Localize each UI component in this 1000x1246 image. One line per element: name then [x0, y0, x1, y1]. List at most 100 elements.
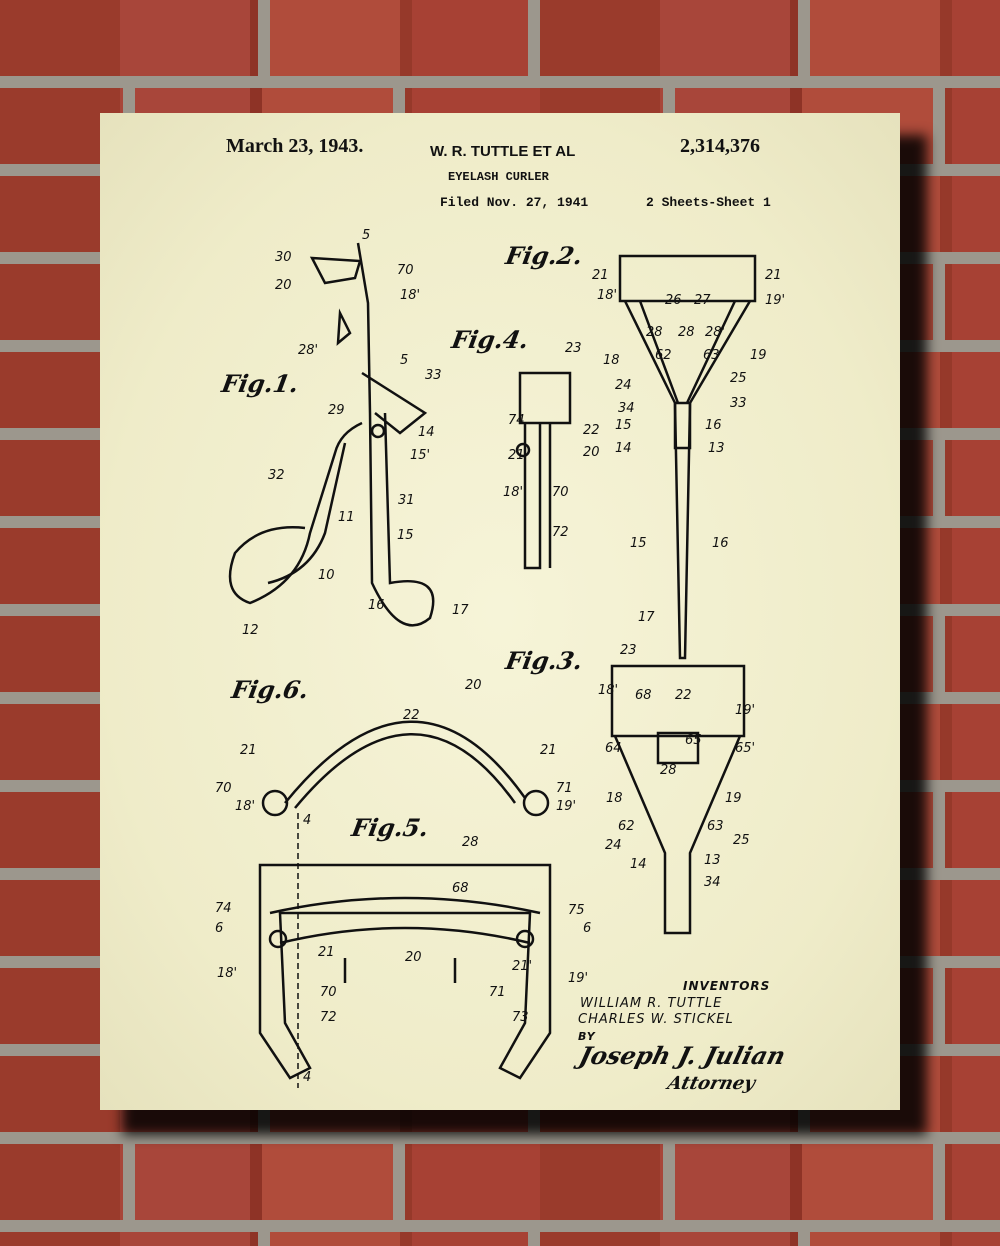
inventors-label: INVENTORS	[683, 979, 771, 993]
reference-numeral: 11	[338, 510, 355, 525]
reference-numeral: 20	[405, 950, 422, 965]
reference-numeral: 30	[275, 250, 292, 265]
reference-numeral: 24	[615, 378, 632, 393]
reference-numeral: 18'	[597, 288, 618, 303]
reference-numeral: 62	[618, 819, 635, 834]
reference-numeral: 73	[512, 1010, 529, 1025]
reference-numeral: 16	[705, 418, 722, 433]
reference-numeral: 14	[615, 441, 632, 456]
reference-numeral: 21	[592, 268, 609, 283]
reference-numeral: 14	[418, 425, 435, 440]
reference-numeral: 5	[362, 228, 371, 243]
reference-numeral: 13	[704, 853, 721, 868]
reference-numeral: 34	[618, 401, 635, 416]
reference-numeral: 72	[552, 525, 569, 540]
reference-numeral: 15	[397, 528, 414, 543]
reference-numeral: 74	[508, 413, 525, 428]
fig4-detail-drawing	[515, 371, 572, 570]
reference-numeral: 65'	[735, 741, 756, 756]
patent-poster: March 23, 1943. W. R. TUTTLE ET AL 2,314…	[100, 113, 900, 1110]
reference-numeral: 28	[660, 763, 677, 778]
reference-numeral: 21	[318, 945, 335, 960]
reference-numeral: 16	[712, 536, 729, 551]
reference-numeral: 28	[646, 325, 663, 340]
reference-numeral: 70	[320, 985, 337, 1000]
reference-numeral: 63	[703, 348, 720, 363]
inventor-name-1: WILLIAM R. TUTTLE	[580, 996, 723, 1011]
fig5-section-drawing	[258, 813, 552, 1088]
reference-numeral: 5	[400, 353, 409, 368]
reference-numeral: 28	[678, 325, 695, 340]
reference-numeral: 18'	[598, 683, 619, 698]
fig3-rear-view-drawing	[610, 664, 746, 935]
reference-numeral: 27	[694, 293, 711, 308]
patent-date: March 23, 1943.	[226, 135, 364, 157]
reference-numeral: 15	[615, 418, 632, 433]
fig6-pad-arc-drawing	[261, 720, 550, 817]
patent-title: EYELASH CURLER	[448, 170, 549, 184]
reference-numeral: 23	[620, 643, 637, 658]
reference-numeral: 15'	[410, 448, 431, 463]
reference-numeral: 32	[268, 468, 285, 483]
reference-numeral: 33	[730, 396, 747, 411]
inventor-name-2: CHARLES W. STICKEL	[578, 1012, 734, 1027]
reference-numeral: 29	[328, 403, 345, 418]
reference-numeral: 13	[708, 441, 725, 456]
filed-date: Filed Nov. 27, 1941	[440, 195, 589, 210]
reference-numeral: 33	[425, 368, 442, 383]
reference-numeral: 22	[583, 423, 600, 438]
reference-numeral: 62	[655, 348, 672, 363]
reference-numeral: 22	[675, 688, 692, 703]
reference-numeral: 6	[583, 921, 592, 936]
inventor-line: W. R. TUTTLE ET AL	[430, 143, 576, 160]
reference-numeral: 18'	[503, 485, 524, 500]
reference-numeral: 70	[397, 263, 414, 278]
reference-numeral: 28	[462, 835, 479, 850]
reference-numeral: 71	[556, 781, 573, 796]
reference-numeral: 16	[368, 598, 385, 613]
reference-numeral: 10	[318, 568, 335, 583]
reference-numeral: 70	[552, 485, 569, 500]
reference-numeral: 18	[606, 791, 623, 806]
reference-numeral: 19'	[556, 799, 577, 814]
reference-numeral: 71	[489, 985, 506, 1000]
reference-numeral: 70	[215, 781, 232, 796]
reference-numeral: 17	[452, 603, 469, 618]
reference-numeral: 28'	[705, 325, 726, 340]
reference-numeral: 25	[733, 833, 750, 848]
reference-numeral: 21'	[512, 959, 533, 974]
fig1-curler-drawing	[228, 242, 435, 627]
reference-numeral: 15	[630, 536, 647, 551]
reference-numeral: 31	[398, 493, 415, 508]
sheet-count: 2 Sheets-Sheet 1	[646, 195, 771, 210]
reference-numeral: 34	[704, 875, 721, 890]
reference-numeral: 68	[452, 881, 469, 896]
reference-numeral: 12	[242, 623, 259, 638]
patent-drawings	[228, 242, 757, 1088]
reference-numeral: 23	[565, 341, 582, 356]
reference-numeral: 63	[707, 819, 724, 834]
reference-numeral: 72	[320, 1010, 337, 1025]
reference-numeral: 18'	[235, 799, 256, 814]
reference-numeral: 17	[638, 610, 655, 625]
patent-number: 2,314,376	[680, 135, 760, 157]
reference-numeral: 25	[730, 371, 747, 386]
reference-numeral: 74	[215, 901, 232, 916]
reference-numeral: 26	[665, 293, 682, 308]
reference-numeral: 21	[540, 743, 557, 758]
reference-numeral: 19'	[568, 971, 589, 986]
reference-numeral: 21	[765, 268, 782, 283]
reference-numeral: 4	[303, 1070, 312, 1085]
reference-numeral: 20	[275, 278, 292, 293]
reference-numeral: 6	[215, 921, 224, 936]
reference-numeral: 28'	[298, 343, 319, 358]
by-label: BY	[578, 1030, 596, 1043]
reference-numeral: 68	[635, 688, 652, 703]
reference-numeral: 18'	[217, 966, 238, 981]
fig2-front-view-drawing	[618, 254, 757, 660]
reference-numeral: 19	[750, 348, 767, 363]
reference-numeral: 18	[603, 353, 620, 368]
reference-numeral: 19	[725, 791, 742, 806]
reference-numeral: 64	[605, 741, 622, 756]
reference-numeral: 22	[403, 708, 420, 723]
